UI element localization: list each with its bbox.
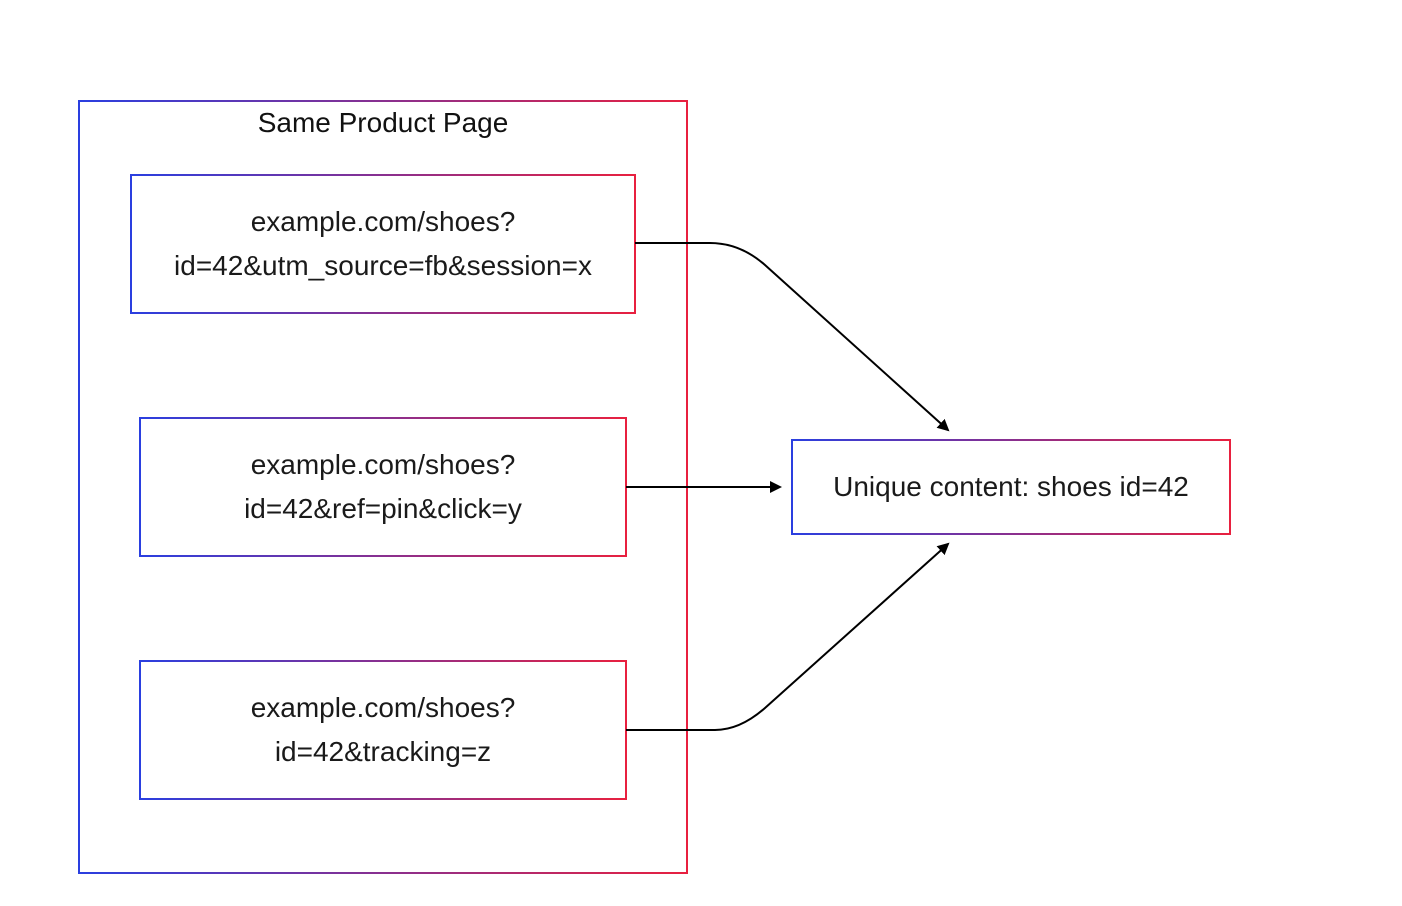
edges [626,242,950,731]
url-node-pin-box [139,417,627,557]
url-node-fb: example.com/shoes? id=42&utm_source=fb&s… [130,174,636,314]
edge-tracking-to-unique [626,542,950,731]
url-node-tracking-line1: example.com/shoes? [251,692,516,723]
url-node-pin-line1: example.com/shoes? [251,449,516,480]
url-node-fb-line1: example.com/shoes? [251,206,516,237]
url-node-tracking: example.com/shoes? id=42&tracking=z [139,660,627,800]
unique-content-box [791,439,1231,535]
url-node-pin: example.com/shoes? id=42&ref=pin&click=y [139,417,627,557]
group-title: Same Product Page [258,107,509,138]
url-node-fb-box [130,174,636,314]
url-node-fb-line2: id=42&utm_source=fb&session=x [174,250,592,281]
unique-content-node: Unique content: shoes id=42 [791,439,1231,535]
url-node-tracking-box [139,660,627,800]
edge-fb-to-unique [635,242,950,432]
unique-content-label: Unique content: shoes id=42 [833,471,1189,502]
url-node-pin-line2: id=42&ref=pin&click=y [244,493,522,524]
url-node-tracking-line2: id=42&tracking=z [275,736,491,767]
